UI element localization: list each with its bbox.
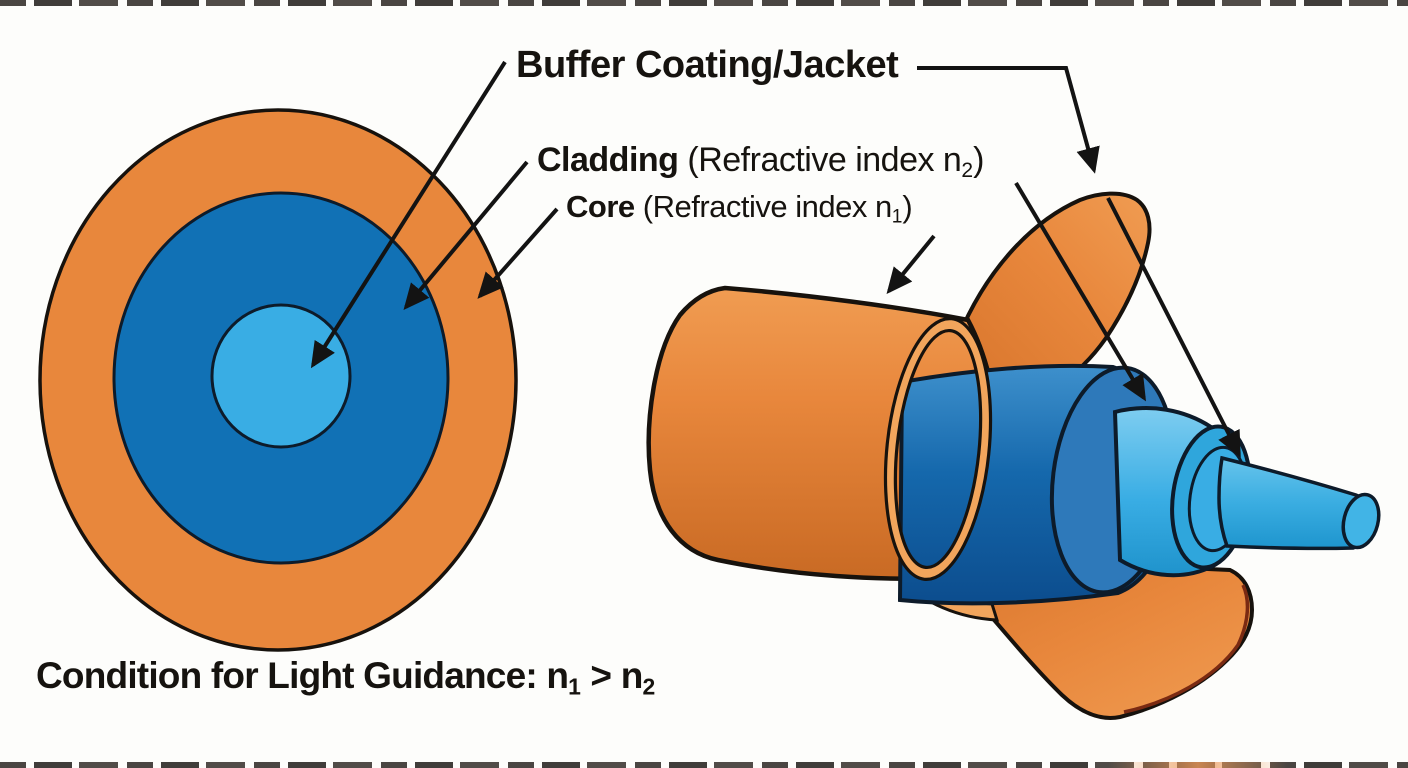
arrow-to-cladding-cylinder [1014, 181, 1146, 402]
buffer-coating-label: Buffer Coating/Jacket [516, 44, 899, 86]
arrow-cladding-to-cross-section [403, 160, 529, 310]
core-circle [210, 303, 352, 449]
buffer-coating-label-text: Buffer Coating/Jacket [516, 44, 899, 86]
core-label-name: Core [566, 189, 635, 224]
arrow-to-jacket-cylinder [886, 234, 936, 295]
core-label-detail: (Refractive index n1) [634, 189, 913, 228]
cross-section-figure [38, 108, 518, 652]
bottom-crop-artifact-strip [0, 762, 1408, 768]
arrow-to-core-face [1106, 197, 1241, 458]
lower-flap-thickness-edge [1123, 584, 1250, 714]
top-crop-artifact-strip [0, 0, 1408, 6]
cutaway-3d-figure [646, 191, 1381, 720]
annotation-arrows [310, 60, 1241, 458]
core-label: Core (Refractive index n1) [566, 189, 913, 228]
fiber-rod-end-cap [1341, 492, 1381, 550]
orange-smudge [1108, 762, 1288, 768]
arrow-buffer-to-cutaway-flap [917, 66, 1100, 174]
arrow-buffer-to-cross-section [310, 60, 507, 369]
jacket-opening-rim [883, 317, 993, 581]
cladding-label: Cladding (Refractive index n2) [537, 141, 984, 182]
arrow-core-to-cross-section [477, 207, 559, 299]
cladding-label-detail: (Refractive index n2) [678, 141, 984, 182]
light-guidance-condition: Condition for Light Guidance: n1 > n2 [36, 655, 656, 700]
cladding-label-name: Cladding [537, 141, 679, 179]
